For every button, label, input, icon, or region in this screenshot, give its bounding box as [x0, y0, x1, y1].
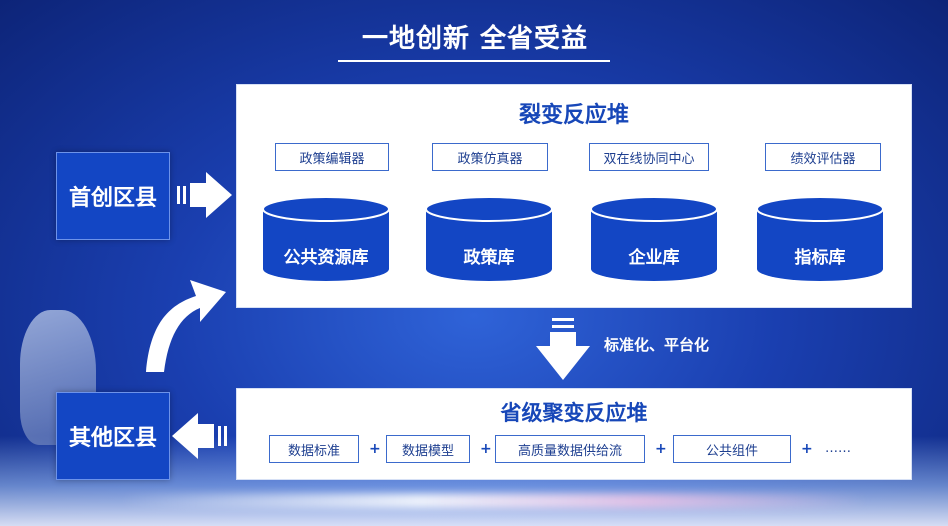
flow-label: 标准化、平台化 [604, 334, 709, 355]
curved-arrow-icon [146, 280, 226, 372]
arrow-right-icon [177, 172, 232, 218]
arrow-left-icon [172, 413, 227, 459]
arrow-down-icon [536, 318, 590, 380]
